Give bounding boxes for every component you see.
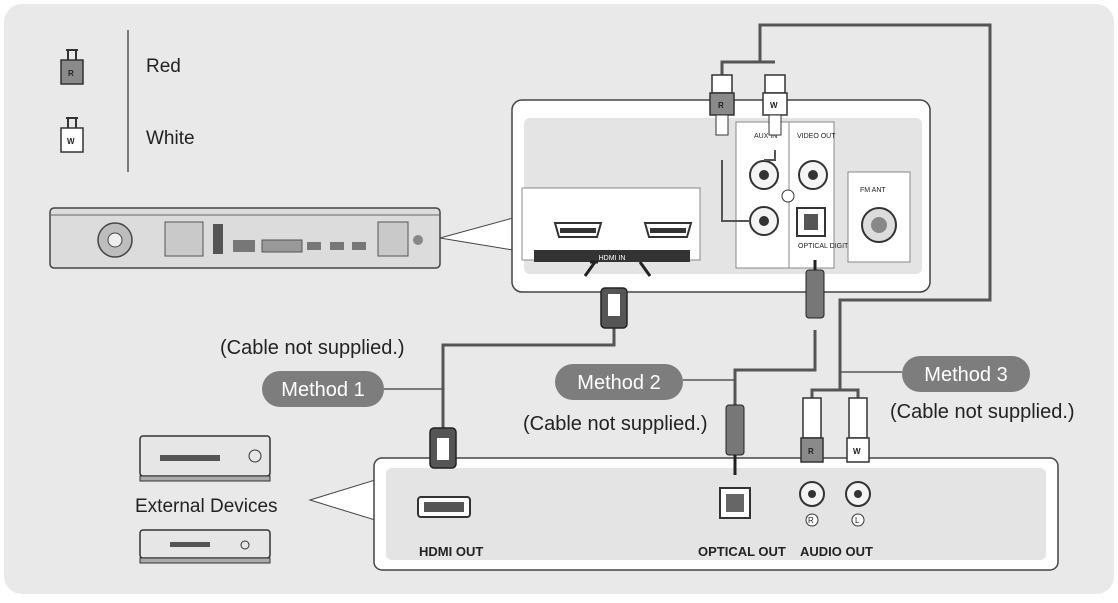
hdmi-plug-bottom	[429, 427, 457, 469]
hdmi-in-label: HDMI IN	[599, 255, 626, 262]
external-device-dvd	[139, 435, 271, 482]
main-unit-rear	[49, 207, 514, 269]
hdmi-in-port-2	[643, 222, 693, 238]
method2-cable-note: (Cable not supplied.)	[523, 413, 708, 435]
audio-out-jack-r: R	[799, 481, 825, 527]
top-plug-w-letter: W	[770, 101, 778, 110]
audio-out-l-letter: L	[855, 516, 860, 525]
legend-red-label: Red	[146, 56, 181, 77]
top-rca-plug-white: W	[762, 74, 788, 136]
audio-out-jack-l: L	[845, 481, 871, 527]
white-plug-letter: W	[67, 137, 75, 146]
optical-in-port	[796, 207, 826, 237]
method2-pill: Method 2	[555, 364, 735, 400]
optical-plug-bottom	[725, 404, 745, 475]
method1-pill: Method 1	[262, 371, 443, 407]
top-rca-plug-red: R	[709, 74, 735, 136]
legend: R Red W White	[60, 30, 195, 172]
external-device-panel: HDMI OUT OPTICAL OUT R L AUDIO OUT	[373, 457, 1059, 571]
bottom-rca-plug-white: W	[846, 397, 870, 463]
audio-out-label: AUDIO OUT	[800, 544, 873, 559]
method3-label: Method 3	[924, 364, 1007, 386]
aux-in-jack-white	[749, 160, 779, 190]
external-device-set-top-box	[139, 529, 271, 564]
red-plug-letter: R	[68, 69, 74, 78]
hdmi-out-port	[417, 496, 471, 518]
aux-in-label: AUX IN	[754, 133, 777, 140]
white-plug-icon: W	[60, 117, 84, 153]
method1-cable-note: (Cable not supplied.)	[220, 337, 405, 359]
hdmi-out-label: HDMI OUT	[419, 544, 483, 559]
video-out-jack	[798, 160, 828, 190]
aux-in-jack-red	[749, 206, 779, 236]
cables	[441, 23, 992, 428]
bottom-plug-w-letter: W	[853, 447, 861, 456]
bottom-plug-r-letter: R	[808, 447, 814, 456]
external-devices-title: External Devices	[135, 496, 278, 517]
method1-hdmi-cable	[441, 327, 616, 428]
hdmi-plug-top	[583, 260, 652, 329]
hdmi-in-port-1	[553, 222, 603, 238]
method2-optical-cable	[733, 330, 817, 408]
optical-plug-top	[805, 260, 825, 319]
method2-label: Method 2	[577, 372, 660, 394]
legend-white-label: White	[146, 128, 195, 149]
optical-out-label: OPTICAL OUT	[698, 544, 786, 559]
method3-cable-note: (Cable not supplied.)	[890, 401, 1075, 423]
optical-digital-audio-in-label: OPTICAL DIGITAL AUDIO IN	[798, 243, 889, 250]
method1-label: Method 1	[281, 379, 364, 401]
optical-out-port	[719, 487, 751, 519]
video-out-label: VIDEO OUT	[797, 133, 836, 140]
red-plug-icon: R	[60, 49, 84, 85]
method3-pill: Method 3	[840, 356, 1030, 392]
method3-audio-cable	[720, 23, 992, 390]
audio-out-r-letter: R	[808, 516, 814, 525]
fm-ant-label: FM ANT	[860, 187, 886, 194]
fm-antenna-jack	[861, 207, 897, 243]
bottom-rca-plug-red: R	[800, 397, 824, 463]
top-plug-r-letter: R	[718, 101, 724, 110]
